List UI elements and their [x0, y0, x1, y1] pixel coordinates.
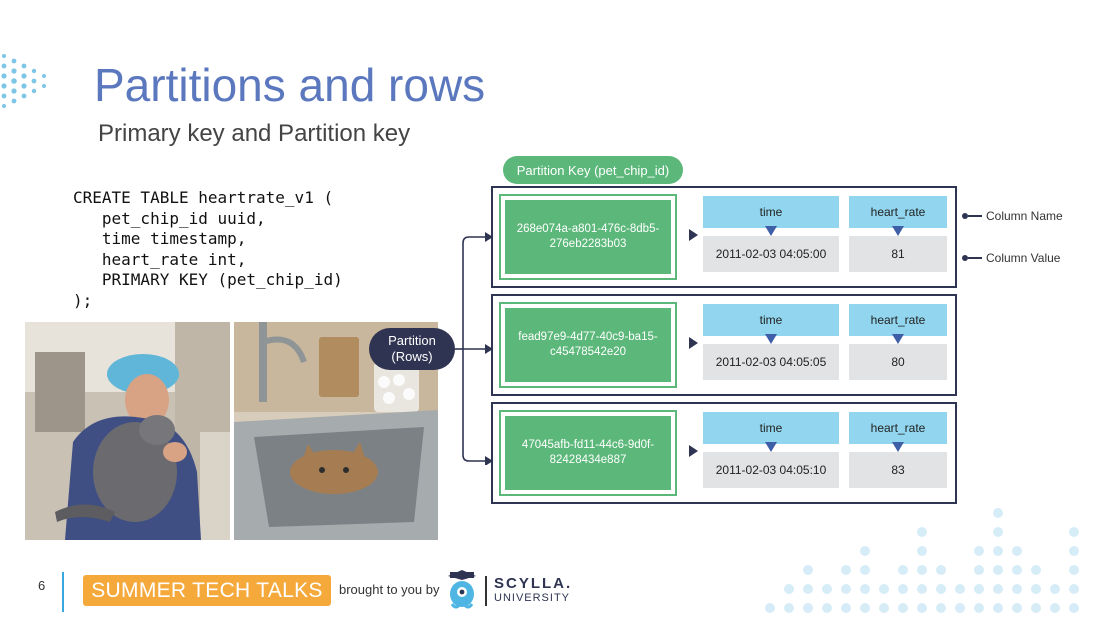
- partition-label-line1: Partition: [388, 333, 436, 348]
- column-value-time: 2011-02-03 04:05:00: [703, 236, 839, 272]
- arrow-right-icon: [689, 229, 698, 241]
- scylla-brand-sub: UNIVERSITY: [494, 592, 571, 604]
- partition-key-label: Partition Key (pet_chip_id): [503, 156, 683, 184]
- column-value-heart-rate: 80: [849, 344, 947, 380]
- arrow-down-icon: [892, 226, 904, 236]
- legend-column-name: Column Name: [962, 209, 1063, 223]
- column-name-heart-rate: heart_rate: [849, 412, 947, 444]
- arrow-right-icon: [689, 445, 698, 457]
- column-name-time: time: [703, 412, 839, 444]
- arrow-right-icon: [689, 337, 698, 349]
- arrow-down-icon: [892, 442, 904, 452]
- cql-code-block: CREATE TABLE heartrate_v1 ( pet_chip_id …: [73, 188, 343, 310]
- arrow-down-icon: [765, 334, 777, 344]
- column-value-heart-rate: 81: [849, 236, 947, 272]
- partition-key-cell: fead97e9-4d77-40c9-ba15-c45478542e20: [499, 302, 677, 388]
- partition-label-line2: (Rows): [391, 349, 433, 364]
- scylla-mascot-logo: [448, 570, 476, 609]
- partition-row-1: 268e074a-a801-476c-8db5-276eb2283b03 tim…: [491, 186, 957, 288]
- legend-column-name-text: Column Name: [986, 209, 1063, 223]
- partition-connector-arrows: [455, 232, 493, 465]
- slide-subtitle: Primary key and Partition key: [98, 120, 411, 147]
- decorative-dots-bottom-right: [765, 508, 1079, 613]
- brought-to-you-by-text: brought to you by: [339, 582, 440, 597]
- partition-key-value: 47045afb-fd11-44c6-9d0f-82428434e887: [505, 416, 671, 490]
- legend-column-value: Column Value: [962, 251, 1060, 265]
- partition-key-cell: 268e074a-a801-476c-8db5-276eb2283b03: [499, 194, 677, 280]
- scylla-brand-name: SCYLLA.: [494, 575, 573, 592]
- slide-title: Partitions and rows: [94, 59, 486, 111]
- photo-vet-holding-cat: [25, 322, 230, 540]
- decorative-dots-top-left: [1, 54, 46, 108]
- arrow-down-icon: [765, 226, 777, 236]
- column-name-time: time: [703, 304, 839, 336]
- arrow-down-icon: [765, 442, 777, 452]
- column-name-heart-rate: heart_rate: [849, 304, 947, 336]
- column-value-time: 2011-02-03 04:05:05: [703, 344, 839, 380]
- scylla-divider: [485, 576, 487, 606]
- partition-row-2: fead97e9-4d77-40c9-ba15-c45478542e20 tim…: [491, 294, 957, 396]
- footer-divider: [62, 572, 64, 612]
- legend-dot-icon: [962, 213, 968, 219]
- partition-key-cell: 47045afb-fd11-44c6-9d0f-82428434e887: [499, 410, 677, 496]
- partition-key-value: fead97e9-4d77-40c9-ba15-c45478542e20: [505, 308, 671, 382]
- column-value-heart-rate: 83: [849, 452, 947, 488]
- arrow-down-icon: [892, 334, 904, 344]
- column-name-time: time: [703, 196, 839, 228]
- page-number: 6: [38, 578, 46, 593]
- legend-dot-icon: [962, 255, 968, 261]
- partition-rows-label: Partition (Rows): [369, 328, 455, 370]
- partition-key-value: 268e074a-a801-476c-8db5-276eb2283b03: [505, 200, 671, 274]
- legend-column-value-text: Column Value: [986, 251, 1061, 265]
- partition-row-3: 47045afb-fd11-44c6-9d0f-82428434e887 tim…: [491, 402, 957, 504]
- column-name-heart-rate: heart_rate: [849, 196, 947, 228]
- column-value-time: 2011-02-03 04:05:10: [703, 452, 839, 488]
- summer-tech-talks-banner: SUMMER TECH TALKS: [83, 575, 331, 606]
